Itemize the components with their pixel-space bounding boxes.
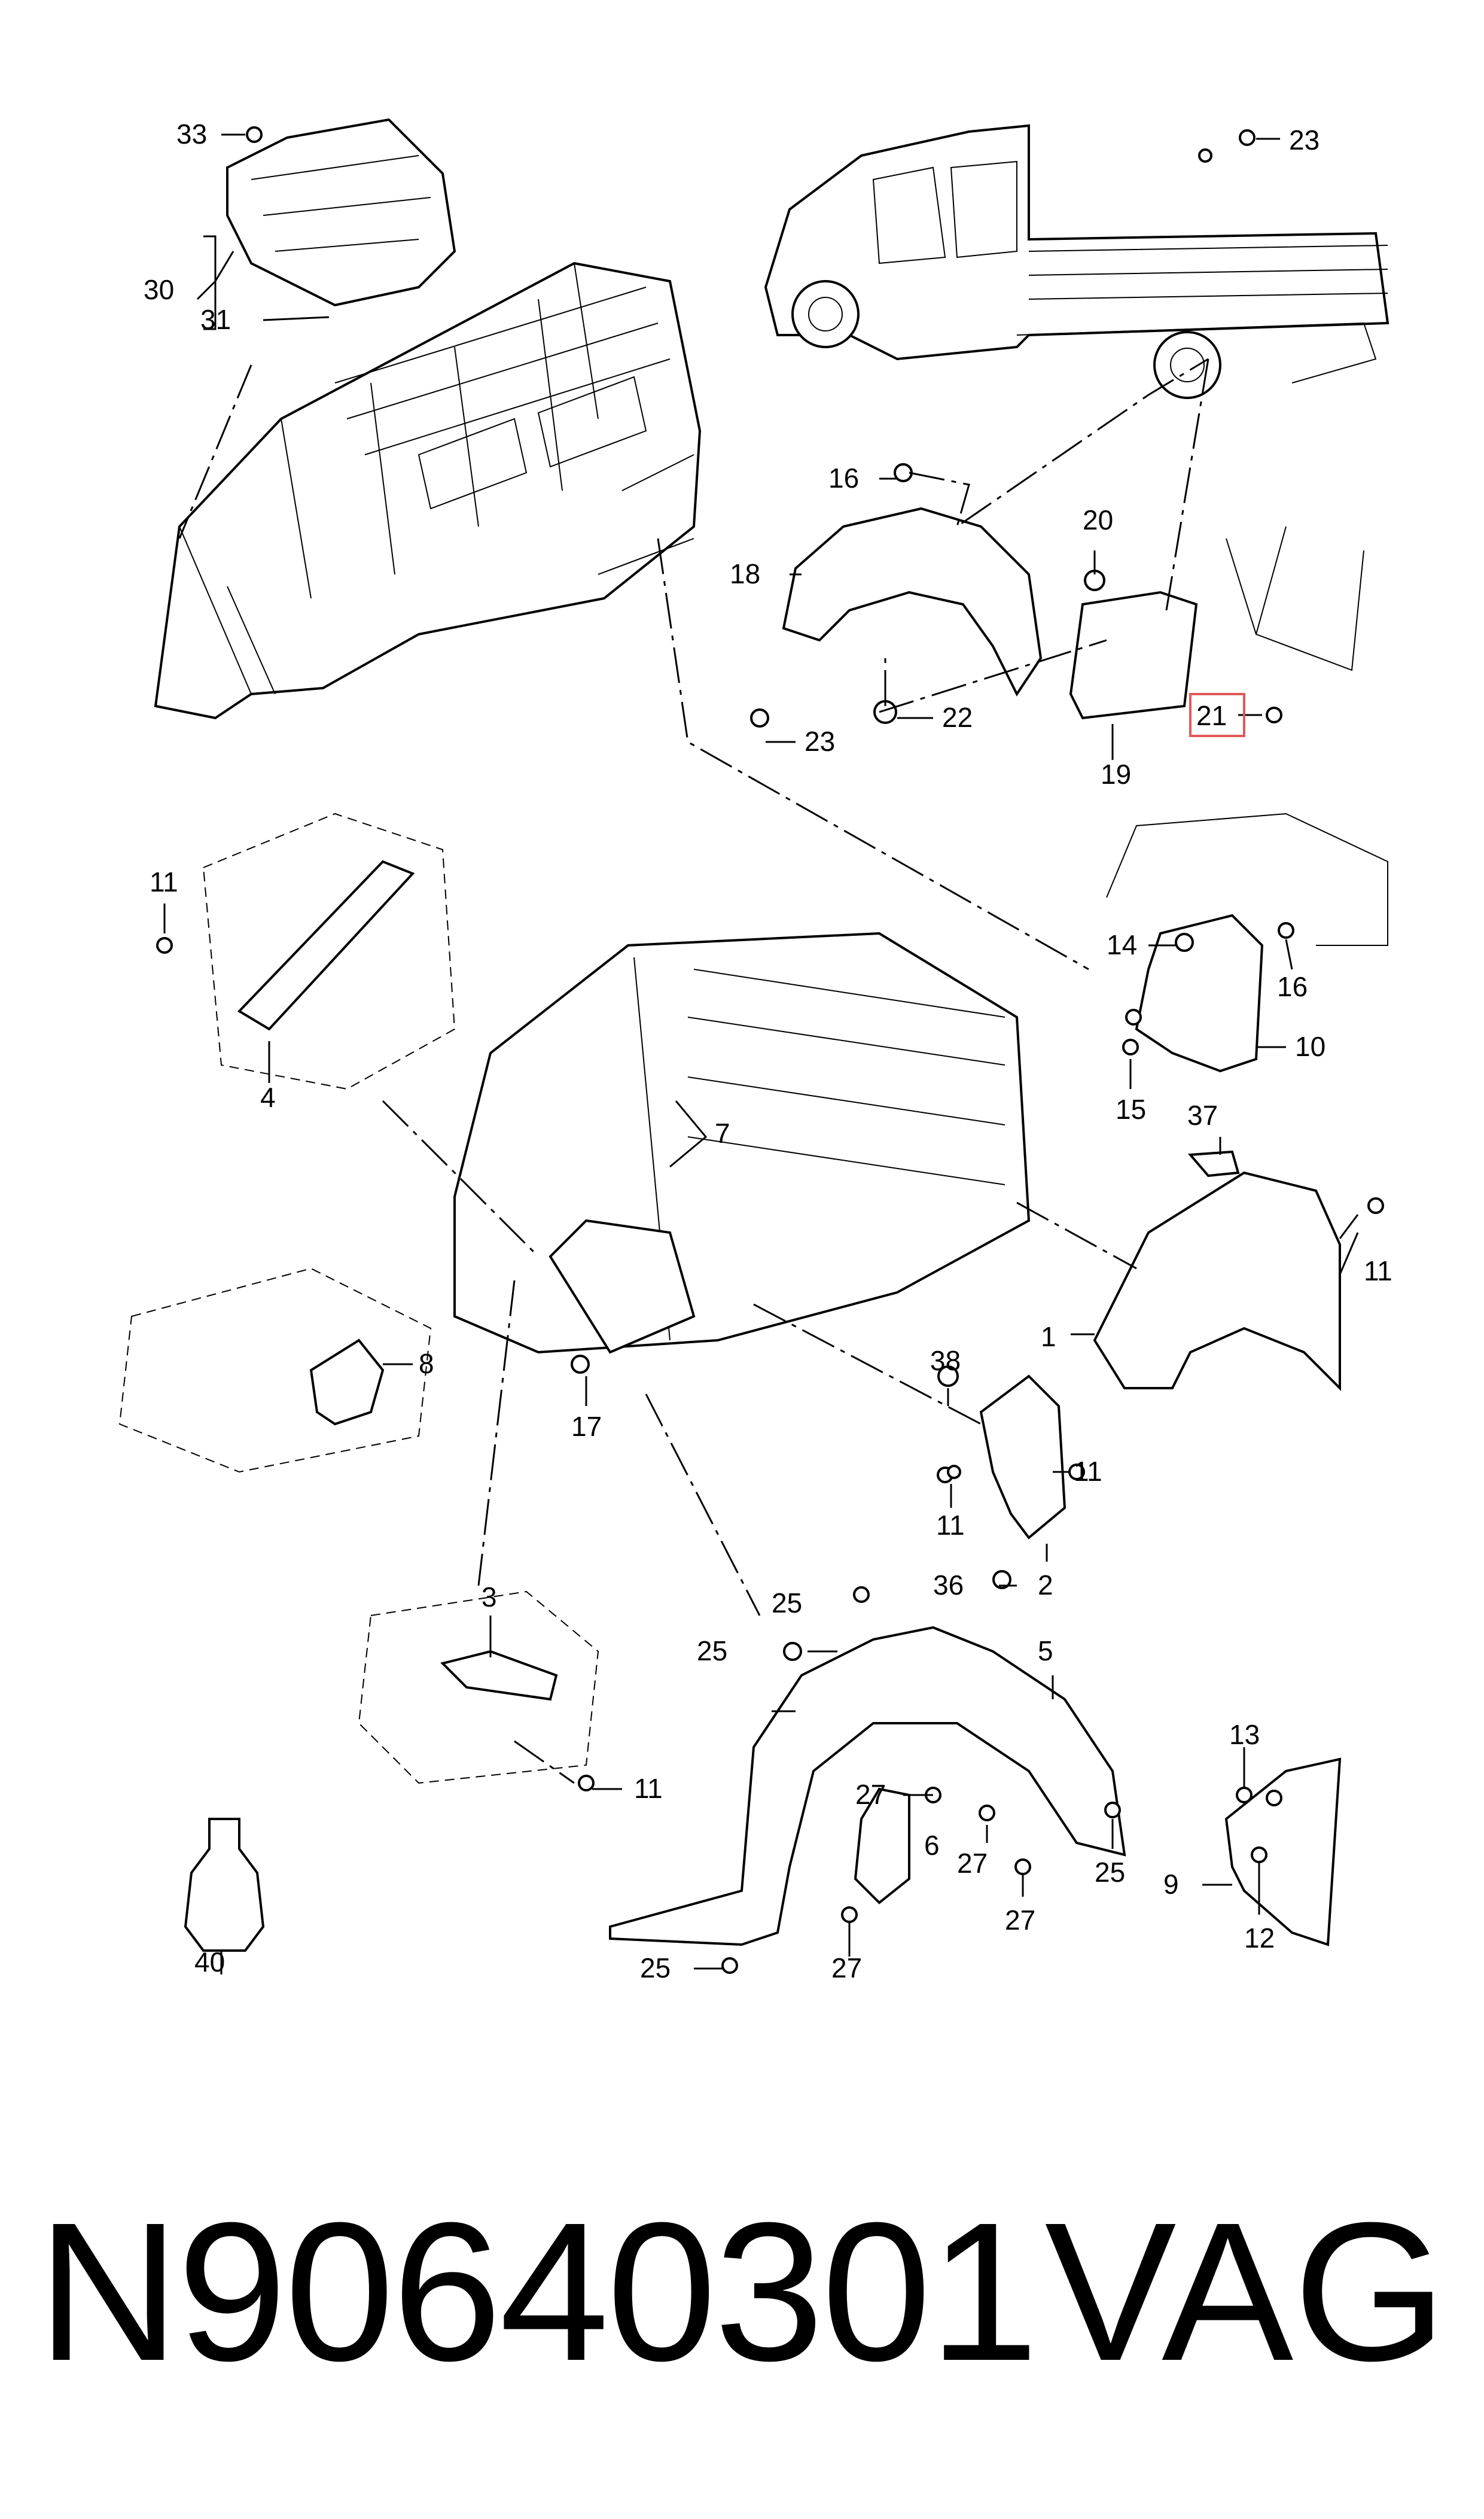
rear-mud-flap (1069, 591, 1198, 720)
brand-name: VAG (1044, 2181, 1447, 2402)
callout-18: 18 (730, 558, 760, 589)
footer: N90640301 VAG (0, 2178, 1484, 2405)
front-body-section (118, 813, 1031, 1784)
callout-8: 8 (419, 1348, 434, 1379)
assembly-lines (178, 358, 1209, 1784)
callout-5: 5 (1038, 1635, 1053, 1666)
front-fender (1093, 1171, 1341, 1391)
callout-36: 36 (933, 1569, 964, 1601)
callout-21: 21 (1196, 700, 1227, 731)
callout-11: 11 (150, 866, 178, 898)
callout-21-highlight (1189, 693, 1245, 737)
callout-16: 16 (828, 463, 859, 494)
callout-10: 10 (1295, 1031, 1325, 1062)
callout-11: 11 (1364, 1255, 1392, 1286)
fender-bracket (979, 1374, 1066, 1540)
callout-15: 15 (1116, 1094, 1146, 1125)
callout-27: 27 (831, 1952, 862, 1983)
callout-23: 23 (805, 726, 835, 757)
callout-12: 12 (1244, 1922, 1275, 1954)
callout-14: 14 (1107, 929, 1137, 960)
leader-lines (163, 133, 1359, 1975)
callout-7: 7 (715, 1118, 730, 1149)
callout-25: 25 (772, 1587, 802, 1619)
protective-boot (184, 1818, 265, 1952)
seal-grommet (854, 1787, 910, 1905)
callout-2: 2 (1038, 1569, 1053, 1601)
callout-33: 33 (176, 118, 207, 150)
parts-diagram: 33 30 31 23 16 18 20 22 23 21 19 11 4 14… (118, 118, 1392, 1983)
callout-25: 25 (1095, 1857, 1125, 1888)
callout-11: 11 (936, 1510, 965, 1541)
callout-20: 20 (1083, 504, 1113, 536)
callout-37: 37 (1187, 1100, 1218, 1131)
callout-31: 31 (200, 304, 231, 335)
front-mud-flap (1135, 914, 1264, 1073)
strut-brace (237, 860, 415, 1031)
van-body-illustration (154, 118, 702, 720)
pickup-truck-illustration (764, 124, 1389, 399)
callout-4: 4 (260, 1082, 276, 1113)
part-number: N90640301 (37, 2181, 1039, 2402)
callout-19: 19 (1101, 759, 1131, 790)
callout-11: 11 (634, 1773, 663, 1804)
lower-bracket (440, 1650, 558, 1701)
callout-9: 9 (1163, 1869, 1179, 1900)
callout-6: 6 (924, 1830, 940, 1861)
callout-labels: 33 30 31 23 16 18 20 22 23 21 19 11 4 14… (144, 118, 1392, 1983)
front-wheel-housing-liner (609, 1626, 1126, 1946)
rear-wheel-housing (782, 507, 1043, 696)
callout-11: 11 (1074, 1456, 1102, 1487)
side-bracket (309, 1338, 385, 1426)
callout-1: 1 (1041, 1321, 1056, 1352)
fasteners (156, 126, 1384, 1974)
callout-22: 22 (942, 702, 973, 733)
callout-16: 16 (1277, 971, 1308, 1002)
clip-37 (1187, 1150, 1240, 1178)
callout-30: 30 (144, 274, 174, 305)
callout-38: 38 (930, 1345, 961, 1376)
callout-27: 27 (855, 1779, 886, 1810)
callout-3: 3 (482, 1581, 497, 1613)
callout-13: 13 (1229, 1719, 1260, 1750)
callout-23: 23 (1289, 124, 1320, 156)
lower-mud-flap (1224, 1757, 1342, 1946)
callout-25: 25 (697, 1635, 727, 1666)
callout-40: 40 (194, 1946, 225, 1978)
callout-25: 25 (640, 1952, 671, 1983)
callout-27: 27 (1005, 1905, 1035, 1936)
callout-17: 17 (571, 1411, 602, 1442)
callout-27: 27 (957, 1848, 988, 1879)
